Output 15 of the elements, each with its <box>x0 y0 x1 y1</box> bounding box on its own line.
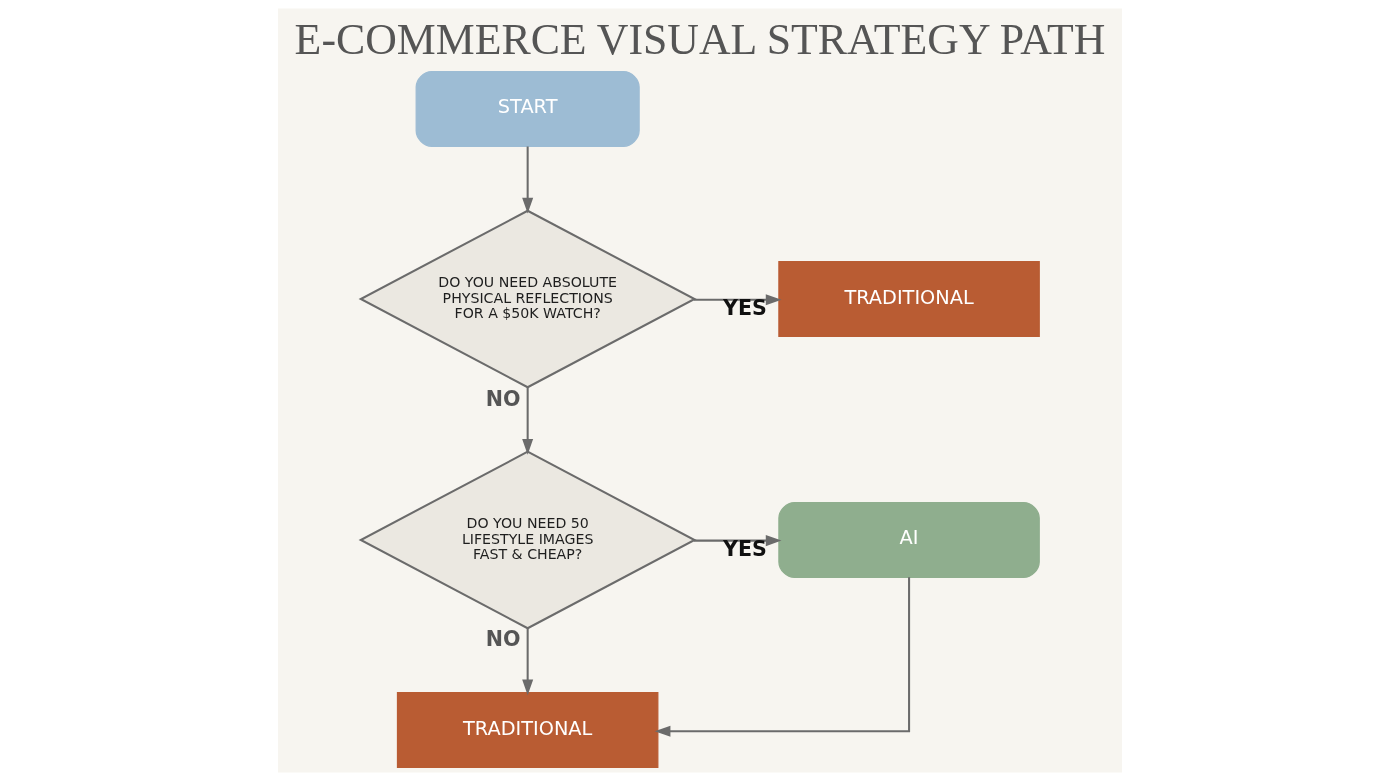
arrow <box>522 387 534 455</box>
node-box: AI <box>778 501 1040 578</box>
arrow <box>522 146 534 214</box>
node-box: TRADITIONAL <box>396 692 659 769</box>
edge-label: NO <box>485 627 521 652</box>
node-diamond: DO YOU NEED 50 LIFESTYLE IMAGES FAST & CHEAP? <box>358 450 697 630</box>
arrow <box>654 577 911 737</box>
node-box: START <box>415 70 640 147</box>
edge-label: NO <box>485 386 521 411</box>
arrow <box>522 628 534 696</box>
edge-label: YES <box>723 536 767 561</box>
node-diamond: DO YOU NEED ABSOLUTE PHYSICAL REFLECTIONS FOR A $50K WATCH? <box>358 209 697 389</box>
node-box: TRADITIONAL <box>778 261 1040 338</box>
diagram-title: E-COMMERCE VISUAL STRATEGY PATH <box>294 14 1106 63</box>
edge-label: YES <box>723 295 767 320</box>
